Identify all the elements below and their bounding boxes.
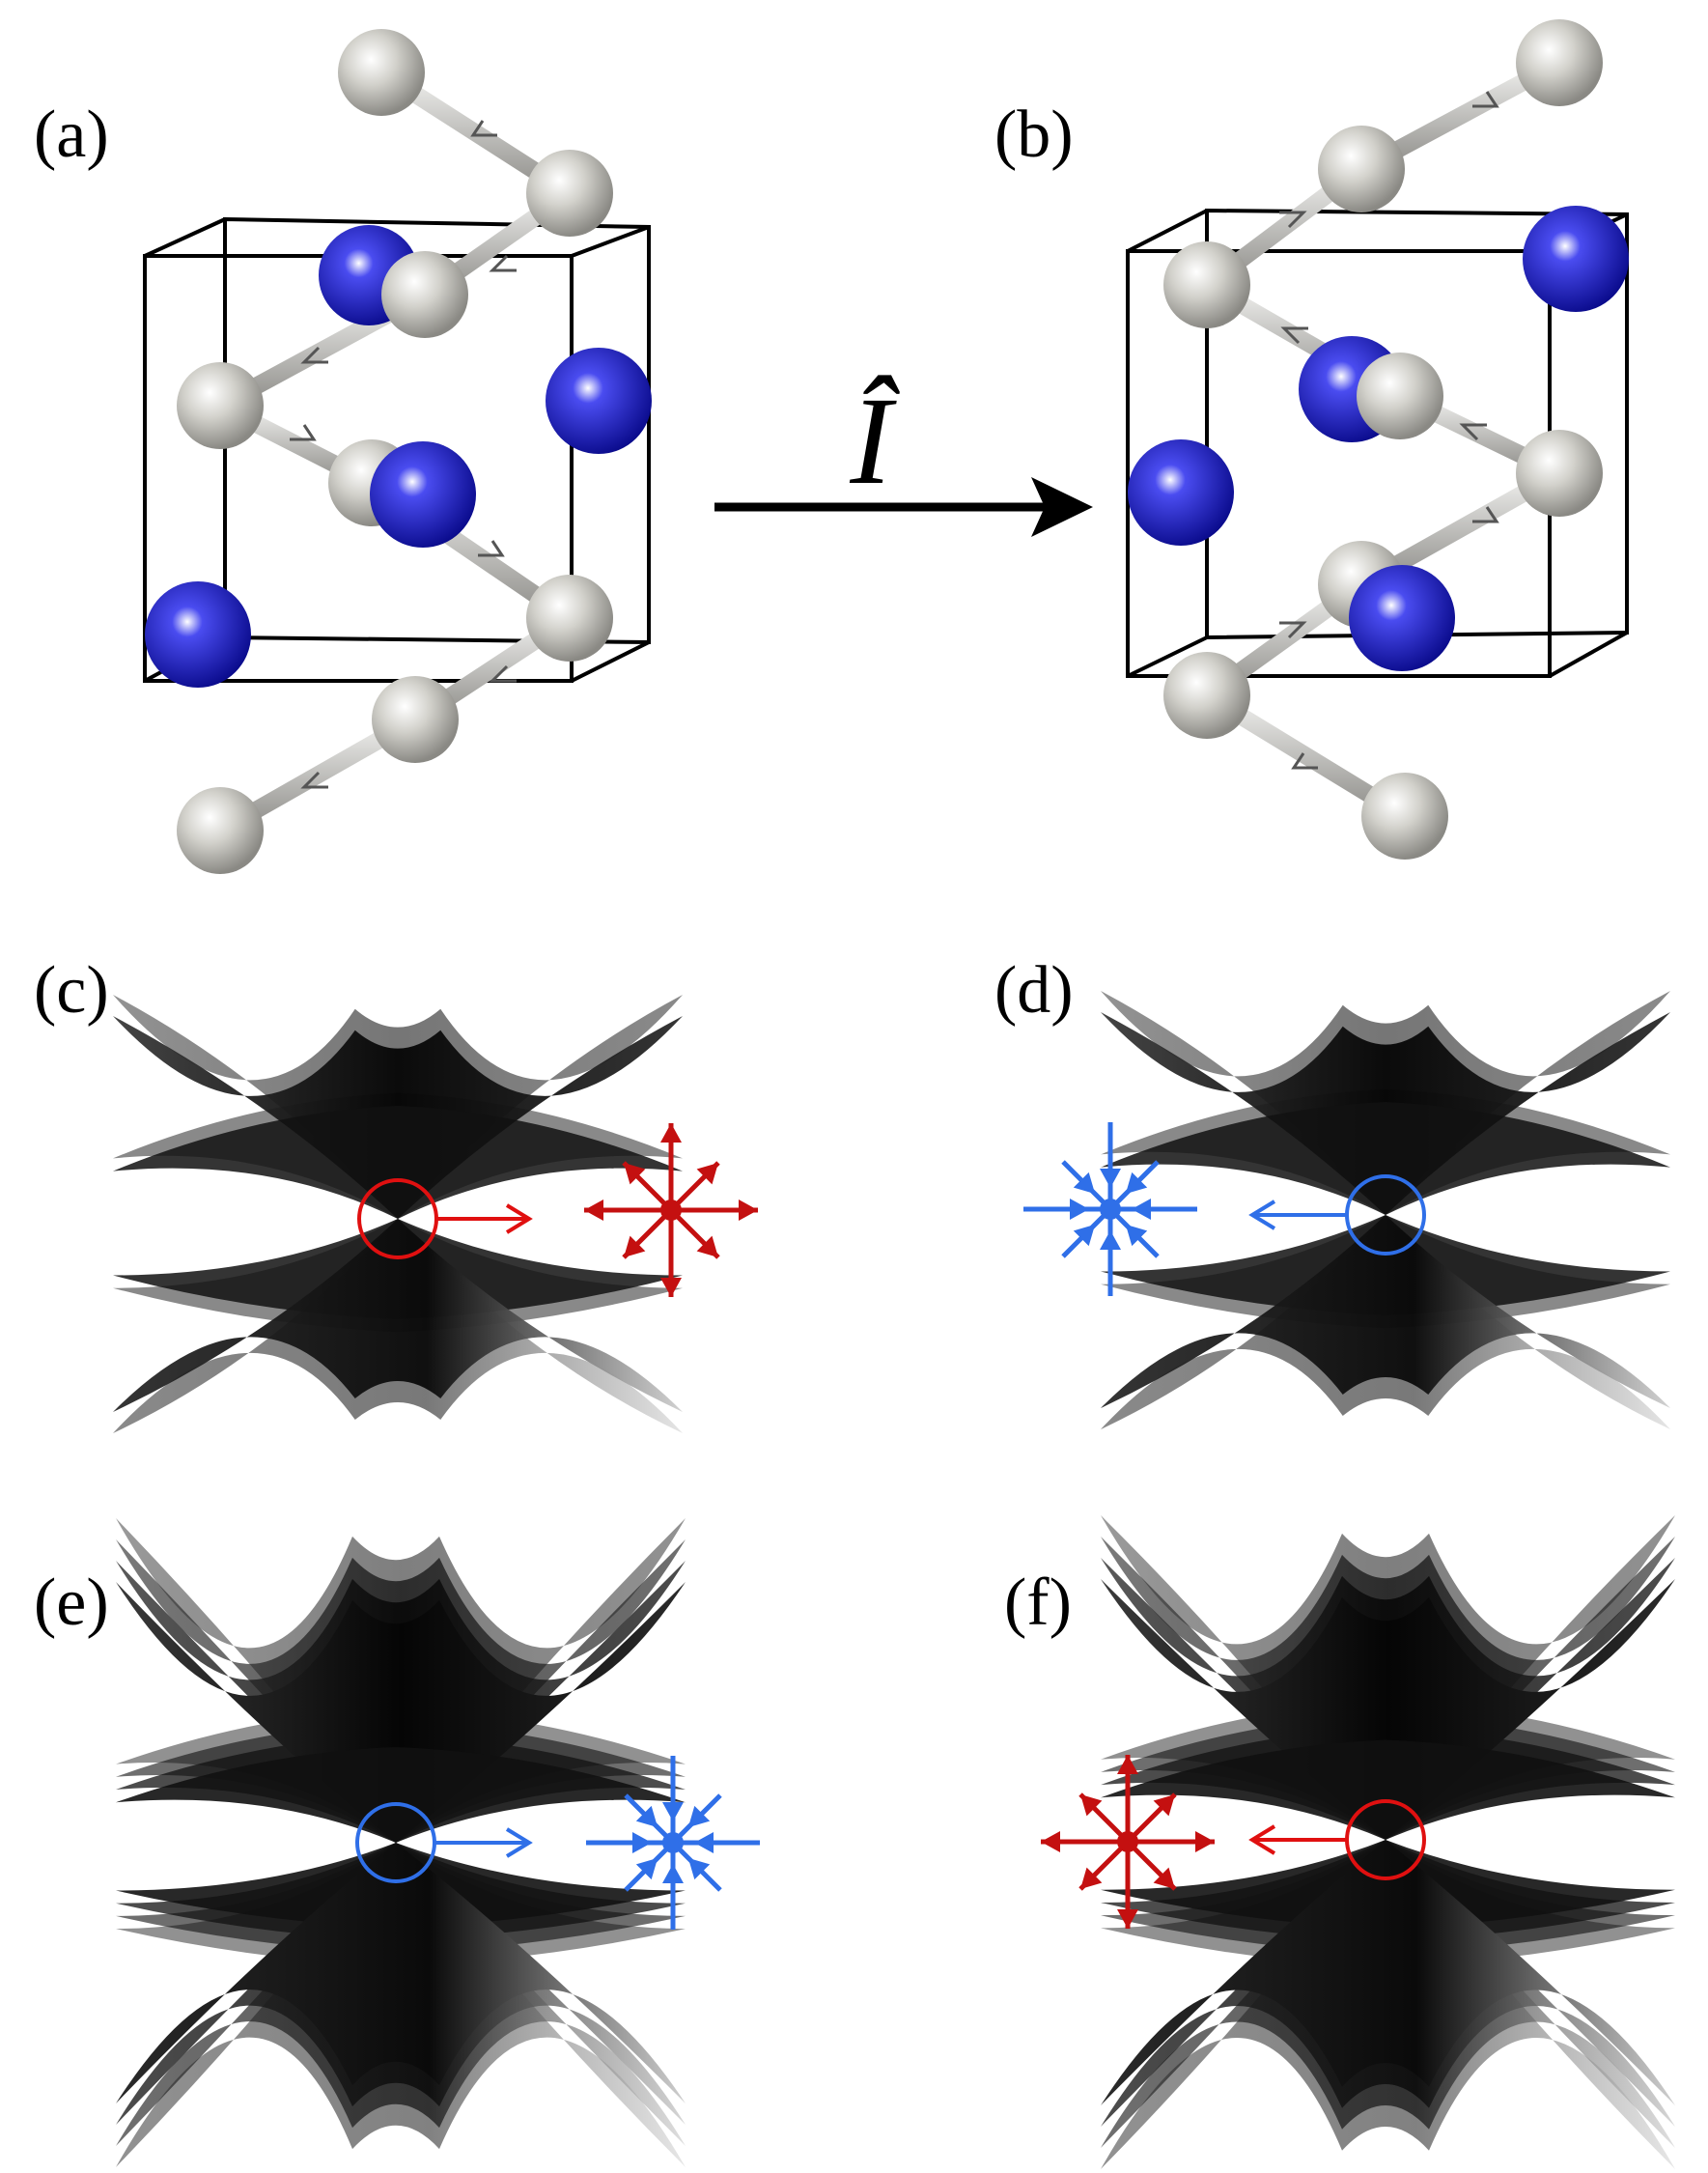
band-cone-c <box>113 995 683 1433</box>
panel-label-a: (a) <box>34 98 109 172</box>
field-arrowhead <box>1041 1831 1060 1852</box>
field-arrowhead <box>694 1832 714 1853</box>
field-arrowhead <box>696 1163 718 1185</box>
field-arrowhead <box>1117 1909 1138 1929</box>
gray-atom <box>372 676 459 763</box>
field-arrowhead <box>660 1278 682 1297</box>
gray-atom <box>177 362 264 449</box>
blue-atom <box>1349 565 1455 671</box>
field-arrowhead <box>632 1832 652 1853</box>
field-arrowhead <box>1153 1867 1175 1889</box>
field-arrowhead <box>1153 1794 1175 1817</box>
shift-arrow-head <box>505 1203 533 1234</box>
bond-arrowheads-a <box>290 120 517 789</box>
gray-atom <box>338 29 425 116</box>
source-symbol <box>584 1123 758 1297</box>
charge-dot <box>660 1199 682 1221</box>
field-arrowhead <box>1073 1224 1096 1247</box>
lower-band-sheet <box>1101 1840 1675 2105</box>
gray-atom <box>1357 353 1443 439</box>
lower-band-sheet <box>113 1219 683 1412</box>
gray-atom <box>1163 241 1250 328</box>
operator-label: Î <box>849 372 900 511</box>
gray-atom <box>177 787 264 874</box>
crystal-structure-a <box>143 29 652 874</box>
field-arrowhead <box>1100 1230 1121 1250</box>
field-arrowhead <box>662 1864 684 1883</box>
field-arrowhead <box>1073 1171 1096 1195</box>
field-arrowhead <box>1132 1199 1151 1220</box>
shift-arrow-head <box>1248 1199 1276 1230</box>
blue-atom <box>370 441 476 548</box>
upper-band-sheet <box>116 1582 686 1843</box>
gray-atom <box>1516 430 1603 517</box>
panel-label-c: (c) <box>34 953 109 1028</box>
blue-atom <box>546 348 652 454</box>
field-arrowhead <box>635 1857 658 1880</box>
gray-atom <box>526 575 613 662</box>
gray-atom <box>1163 652 1250 739</box>
bond-arrowheads-b <box>1279 91 1499 770</box>
field-arrowhead <box>662 1802 684 1821</box>
band-cone-e <box>116 1518 686 2167</box>
field-arrowhead <box>584 1199 603 1221</box>
crystal-structure-b <box>1126 19 1629 860</box>
field-arrowhead <box>1117 1755 1138 1774</box>
field-arrowhead <box>1195 1831 1215 1852</box>
field-arrowhead <box>1125 1171 1148 1195</box>
blue-atom <box>145 581 251 688</box>
band-cones <box>113 991 1675 2169</box>
charge-dot <box>1100 1199 1121 1220</box>
field-arrowhead <box>739 1199 758 1221</box>
panel-label-e: (e) <box>34 1566 109 1640</box>
field-arrowhead <box>687 1857 711 1880</box>
upper-band-sheet <box>1101 1579 1675 1840</box>
inversion-operator: Î <box>714 372 1093 537</box>
panel-label-f: (f) <box>1004 1566 1072 1640</box>
upper-band-wing <box>113 1106 683 1219</box>
blue-atom <box>1523 206 1629 312</box>
source-symbol <box>1041 1755 1215 1929</box>
field-arrowhead <box>1080 1867 1103 1889</box>
field-arrowhead <box>687 1805 711 1828</box>
sink-symbol <box>1023 1122 1197 1296</box>
band-cone-f <box>1101 1515 1675 2169</box>
shift-arrow-head <box>505 1827 533 1858</box>
field-arrowhead <box>660 1123 682 1143</box>
field-arrowhead <box>635 1805 658 1828</box>
field-arrowhead <box>624 1163 646 1185</box>
field-arrowhead <box>1070 1199 1089 1220</box>
field-arrowhead <box>1125 1224 1148 1247</box>
upper-band-wing <box>1101 1739 1675 1840</box>
gray-atom <box>1516 19 1603 106</box>
field-arrowhead <box>1100 1169 1121 1188</box>
lower-band-sheet <box>116 1843 686 2103</box>
weyl-node-e <box>355 1802 533 1883</box>
operator-arrow-head <box>1031 477 1093 537</box>
field-arrowhead <box>696 1235 718 1257</box>
panel-label-d: (d) <box>994 953 1074 1028</box>
field-arrowhead <box>1080 1794 1103 1817</box>
blue-atom <box>1128 439 1234 546</box>
gray-atom <box>526 150 613 237</box>
shift-arrow-head <box>1248 1824 1276 1855</box>
upper-band-wing <box>1101 1102 1670 1215</box>
weyl-node-d <box>1248 1174 1426 1256</box>
lower-band-sheet <box>1101 1215 1670 1408</box>
weyl-node-c <box>357 1178 533 1259</box>
band-cone-d <box>1101 991 1670 1429</box>
gray-atom <box>1318 126 1405 212</box>
gray-atom <box>1361 773 1448 860</box>
gray-atom <box>381 251 468 338</box>
upper-band-wing <box>116 1747 686 1843</box>
weyl-node-f <box>1248 1799 1426 1880</box>
charge-dot <box>662 1832 684 1853</box>
field-arrowhead <box>624 1235 646 1257</box>
sink-symbol <box>586 1756 760 1930</box>
panel-label-b: (b) <box>994 98 1074 172</box>
charge-dot <box>1117 1831 1138 1852</box>
